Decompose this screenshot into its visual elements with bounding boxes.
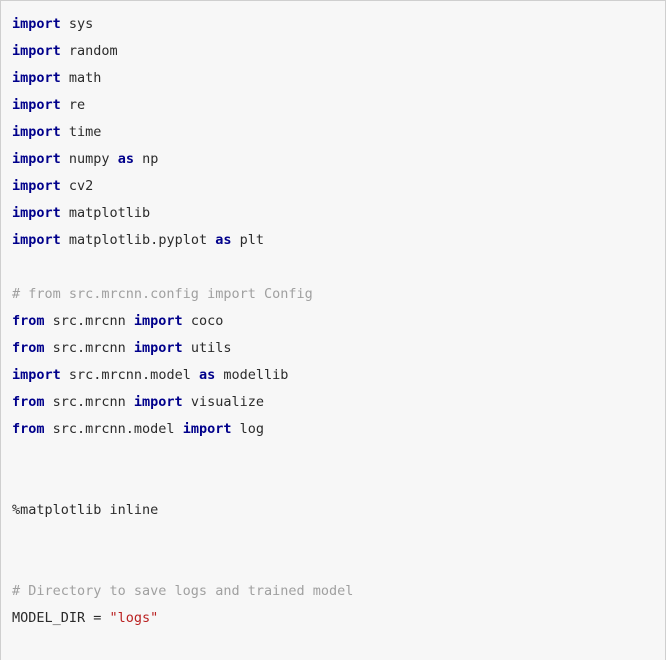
code-line[interactable]: from src.mrcnn.model import log: [12, 416, 665, 443]
token-kw: import: [182, 421, 232, 437]
code-line[interactable]: from src.mrcnn import coco: [12, 308, 665, 335]
code-line[interactable]: import random: [12, 38, 665, 65]
token-kw: import: [12, 43, 61, 59]
token-kw: as: [215, 232, 232, 248]
token-name: re: [60, 97, 86, 113]
token-magic: %matplotlib inline: [12, 502, 159, 518]
code-line[interactable]: import matplotlib: [12, 200, 665, 227]
token-kw: as: [117, 151, 134, 167]
code-line[interactable]: import time: [12, 119, 665, 146]
code-line[interactable]: from src.mrcnn import visualize: [12, 389, 665, 416]
token-comment: # Directory to save logs and trained mod…: [12, 583, 354, 599]
token-name: modellib: [215, 367, 289, 383]
code-line-blank[interactable]: [12, 254, 665, 281]
code-line-blank[interactable]: [12, 632, 665, 659]
token-name: math: [60, 70, 102, 86]
token-name: src.mrcnn: [44, 340, 134, 356]
token-string: "logs": [109, 610, 159, 626]
token-kw: import: [12, 70, 61, 86]
code-line-blank[interactable]: [12, 470, 665, 497]
code-line[interactable]: import cv2: [12, 173, 665, 200]
code-line[interactable]: from src.mrcnn import utils: [12, 335, 665, 362]
token-name: matplotlib: [60, 205, 151, 221]
token-kw: from: [12, 394, 45, 410]
token-kw: import: [12, 367, 61, 383]
token-name: sys: [60, 16, 94, 32]
code-line[interactable]: import matplotlib.pyplot as plt: [12, 227, 665, 254]
code-line[interactable]: # from src.mrcnn.config import Config: [12, 281, 665, 308]
token-kw: import: [12, 97, 61, 113]
token-name: utils: [182, 340, 232, 356]
token-name: coco: [182, 313, 224, 329]
token-name: log: [231, 421, 264, 437]
token-name: src.mrcnn.model: [44, 421, 183, 437]
token-name: np: [133, 151, 159, 167]
token-name: src.mrcnn: [44, 313, 134, 329]
token-kw: import: [133, 394, 183, 410]
token-kw: import: [12, 178, 61, 194]
token-name: MODEL_DIR: [12, 610, 94, 626]
token-kw: import: [12, 232, 61, 248]
code-line-blank[interactable]: [12, 524, 665, 551]
code-line-blank[interactable]: [12, 443, 665, 470]
token-kw: import: [12, 151, 61, 167]
code-line-blank[interactable]: [12, 551, 665, 578]
token-comment: # from src.mrcnn.config import Config: [12, 286, 313, 302]
token-name: random: [60, 43, 118, 59]
token-name: numpy: [60, 151, 118, 167]
code-line[interactable]: import re: [12, 92, 665, 119]
token-kw: from: [12, 313, 45, 329]
code-line[interactable]: import math: [12, 65, 665, 92]
token-kw: import: [133, 313, 183, 329]
token-name: cv2: [60, 178, 94, 194]
token-op: =: [93, 610, 110, 626]
code-line[interactable]: import src.mrcnn.model as modellib: [12, 362, 665, 389]
code-line[interactable]: MODEL_DIR = "logs": [12, 605, 665, 632]
token-name: src.mrcnn: [44, 394, 134, 410]
token-kw: import: [133, 340, 183, 356]
token-name: src.mrcnn.model: [60, 367, 199, 383]
token-kw: from: [12, 421, 45, 437]
code-line[interactable]: import numpy as np: [12, 146, 665, 173]
code-line[interactable]: %matplotlib inline: [12, 497, 665, 524]
token-kw: import: [12, 124, 61, 140]
token-name: matplotlib.pyplot: [60, 232, 216, 248]
token-name: time: [60, 124, 102, 140]
code-line[interactable]: import sys: [12, 11, 665, 38]
token-kw: as: [198, 367, 216, 383]
token-kw: from: [12, 340, 45, 356]
token-kw: import: [12, 205, 61, 221]
token-kw: import: [12, 16, 61, 32]
token-name: visualize: [182, 394, 264, 410]
token-name: plt: [231, 232, 264, 248]
code-line[interactable]: # Directory to save logs and trained mod…: [12, 578, 665, 605]
